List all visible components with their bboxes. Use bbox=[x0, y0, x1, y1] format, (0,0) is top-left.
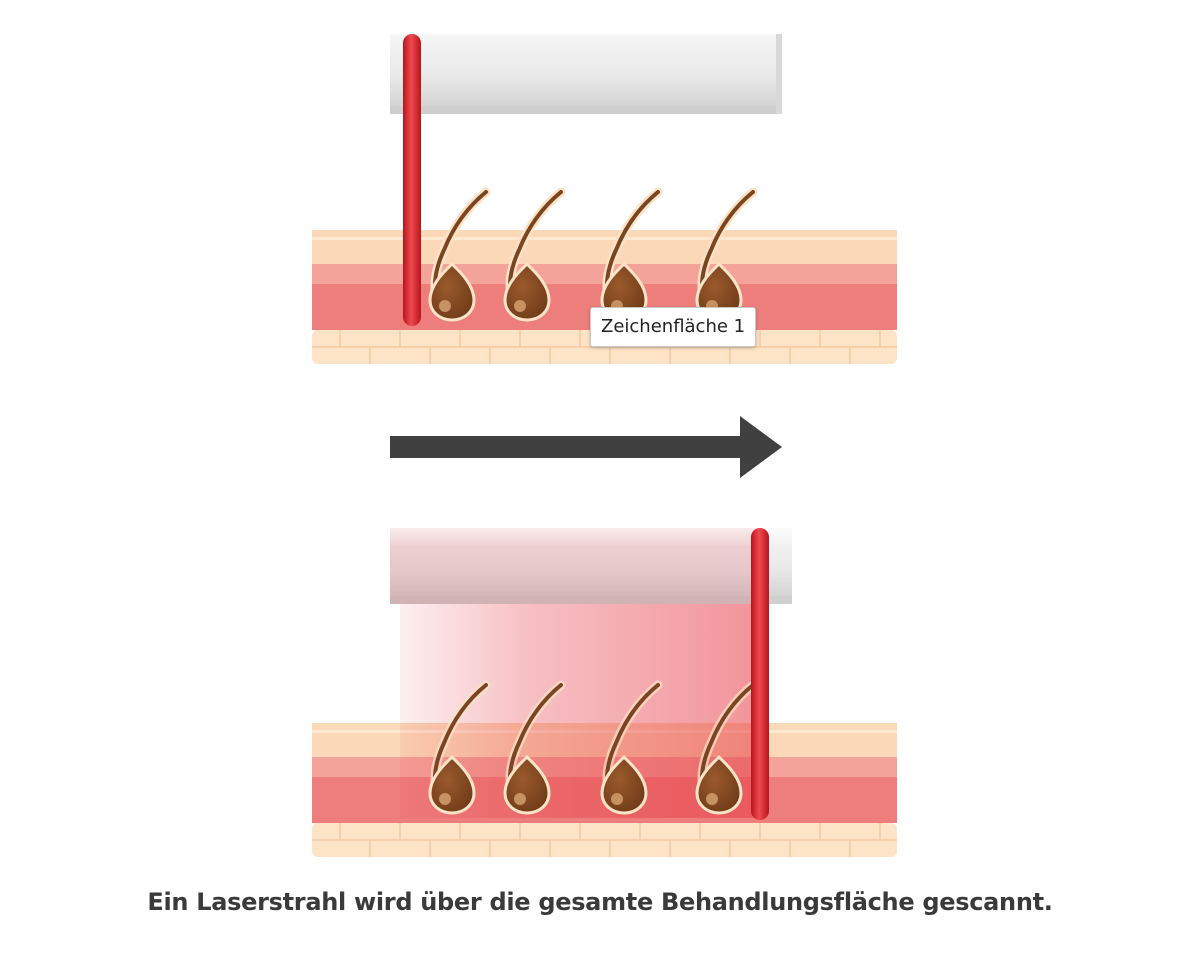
hair-follicle-icon bbox=[428, 680, 491, 815]
laser-beam bbox=[403, 34, 421, 326]
tooltip: Zeichenfläche 1 bbox=[590, 307, 757, 347]
laser-device-icon bbox=[390, 34, 782, 114]
hair-follicle-icon bbox=[695, 680, 758, 815]
hair-follicle-icon bbox=[600, 187, 663, 322]
hair-follicle-icon bbox=[600, 680, 663, 815]
caption: Ein Laserstrahl wird über die gesamte Be… bbox=[147, 888, 1053, 916]
hair-follicle-icon bbox=[503, 680, 566, 815]
laser-beam bbox=[751, 528, 769, 820]
bottom-panel bbox=[312, 528, 897, 857]
hair-follicle-icon bbox=[428, 187, 491, 322]
hair-follicle-icon bbox=[503, 187, 566, 322]
fat-cell-pattern bbox=[312, 823, 897, 857]
hair-follicle-icon bbox=[695, 187, 758, 322]
laser-device-icon bbox=[390, 528, 792, 604]
arrow-right-icon bbox=[390, 416, 782, 478]
